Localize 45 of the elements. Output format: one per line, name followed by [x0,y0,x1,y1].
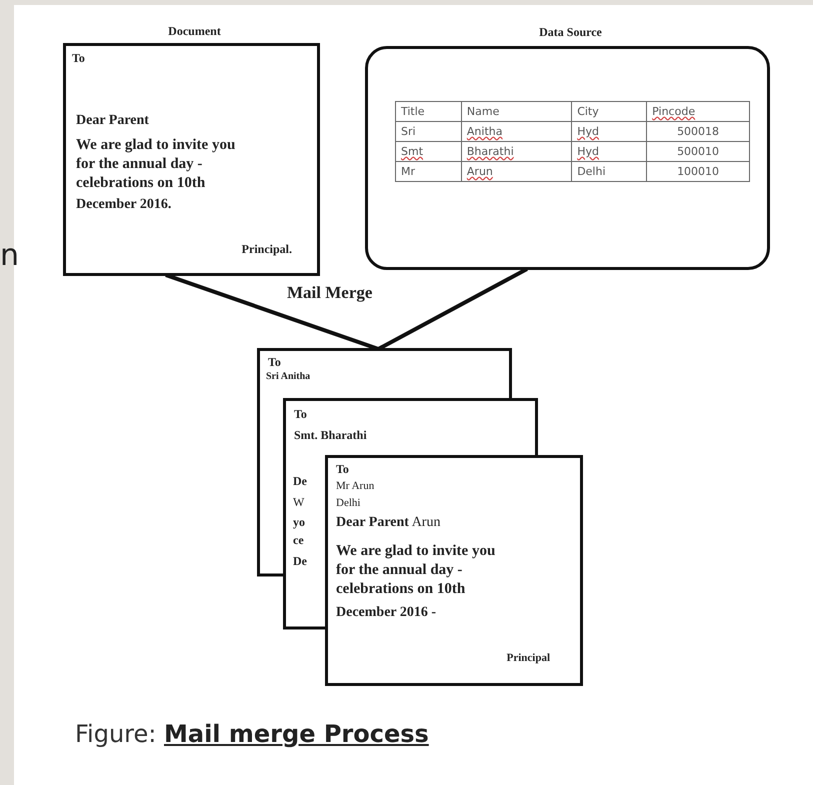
cut-off-text: n [0,238,20,273]
table-cell: Smt [396,142,462,162]
letter-text: Mr Arun [336,480,376,494]
column-header-cell: Pincode [646,102,750,122]
cut-off-text: W [293,495,304,510]
merged-letter [325,455,583,686]
column-header-cell: Title [396,102,462,122]
table-cell: Sri [396,122,462,142]
table-cell: Hyd [572,122,647,142]
letter-text: We are glad to invite you for the annual day - celebrations on 10th [336,542,496,598]
cut-off-text: De [293,474,307,489]
letter-text: Principal [506,652,550,666]
table-cell: Bharathi [461,142,572,162]
merged-letter [257,348,512,398]
letter-text: Dear Parent [76,112,150,130]
letter-text: Principal. [240,242,292,257]
letter-text: Sri Anitha [266,371,312,384]
letter-text: Smt. Bharathi [294,428,368,443]
table-cell: 500010 [646,142,750,162]
table-cell: Delhi [572,162,647,182]
letter-text: To [268,355,282,370]
cut-off-text: yo [293,515,305,530]
process-label: Mail Merge [287,283,372,303]
letter-text: December 2016. [76,196,172,214]
cut-off-text: ce [293,533,304,548]
letter-text: We are glad to invite you for the annual day - celebrations on 10th [76,136,236,192]
merge-connector-line [377,267,528,351]
table-cell: 100010 [646,162,750,182]
letter-text: Dear Parent Arun [336,514,442,532]
table-cell: Hyd [572,142,647,162]
column-header-cell: Name [461,102,572,122]
table-cell: Anitha [461,122,572,142]
letter-text: Delhi [336,497,362,511]
letter-text: To [72,51,86,66]
letter-text: December 2016 - [336,604,438,622]
data-source-heading: Data Source [538,25,603,40]
column-header-cell: City [572,102,647,122]
table-cell: Mr [396,162,462,182]
letter-text: To [294,407,308,422]
letter-text: To [336,462,350,477]
cut-off-text: De [293,554,307,569]
table-cell: Arun [461,162,572,182]
document-heading: Document [167,24,222,39]
figure-caption: Figure: Mail merge Process [75,720,429,748]
table-cell: 500018 [646,122,750,142]
